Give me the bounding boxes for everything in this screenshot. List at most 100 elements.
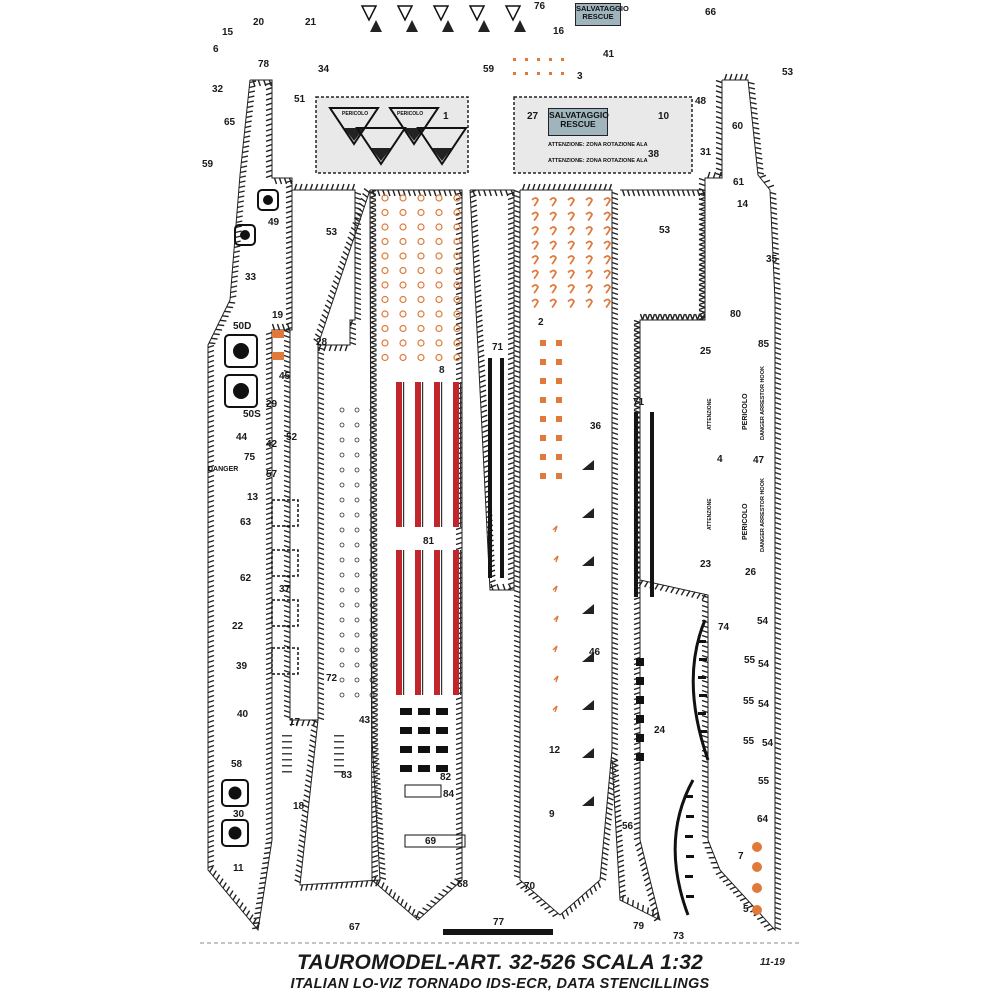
attenzione-vertical-1: ATTENZIONE	[707, 398, 713, 430]
line-stub-17	[282, 741, 292, 743]
orange-circle-decal	[752, 883, 762, 893]
decal-number: 33	[245, 272, 257, 283]
orange-hook-decal	[531, 211, 540, 222]
rescue-label-top-line2: RESCUE	[582, 11, 614, 21]
orange-hook-decal	[585, 197, 594, 207]
orange-hook-decal	[603, 298, 612, 309]
line-stub-83	[334, 741, 344, 743]
orange-ring-decal	[399, 252, 407, 260]
orange-hook-decal	[549, 255, 558, 265]
instrument-dial	[240, 230, 250, 240]
orange-hook-decal	[603, 269, 612, 280]
decal-number: 3	[577, 71, 583, 82]
decal-number: 84	[443, 789, 455, 800]
line-stub-83	[334, 765, 344, 767]
decal-number: 59	[202, 159, 214, 170]
decal-number: 4	[717, 454, 723, 465]
orange-ring-decal	[399, 353, 407, 362]
stripe-77	[443, 929, 553, 935]
orange-ring-decal	[399, 223, 407, 231]
decal-number: 74	[718, 622, 730, 633]
orange-ring-decal	[453, 295, 461, 304]
pericolo-triangle	[416, 127, 468, 166]
circle-marker-decal	[354, 647, 360, 653]
orange-ring-decal	[399, 237, 407, 246]
orange-hook-decal	[531, 255, 540, 265]
warning-triangle-small	[504, 5, 522, 22]
sheet-title: TAUROMODEL-ART. 32-526 SCALA 1:32	[296, 951, 704, 974]
arc-tick-73	[686, 895, 694, 898]
center-strip-outline	[469, 189, 515, 591]
orange-ring-decal	[381, 252, 389, 260]
pericolo-triangle	[355, 127, 407, 166]
circle-marker-decal	[354, 422, 360, 428]
orange-square-decal	[540, 359, 546, 365]
pericolo-triangle-label-1: PERICOLO	[342, 111, 369, 117]
orange-hook-decal	[531, 298, 540, 309]
red-stripe-edge	[403, 382, 405, 527]
orange-hook-decal	[585, 255, 594, 265]
decal-number: 23	[700, 559, 712, 570]
orange-ring-decal	[381, 237, 389, 246]
orange-ring-decal	[399, 208, 407, 217]
orange-dot-decal	[513, 72, 516, 75]
decal-number: 54	[757, 616, 769, 627]
decal-number: 62	[240, 573, 252, 584]
circle-marker-decal	[369, 497, 375, 503]
orange-ring-decal	[381, 324, 389, 333]
decal-number: 72	[326, 673, 338, 684]
decal-number: 81	[423, 536, 435, 547]
warning-triangle-small	[432, 5, 450, 22]
orange-dot-decal	[537, 72, 540, 75]
decal-number: 36	[590, 421, 602, 432]
orange-ring-decal	[381, 295, 389, 304]
orange-hook-decal	[603, 211, 612, 222]
orange-ring-decal	[417, 208, 425, 217]
orange-ring-decal	[435, 353, 443, 362]
orange-squiggle	[552, 645, 558, 653]
orange-circle-decal	[752, 842, 762, 852]
decal-number: 16	[553, 26, 565, 37]
circle-marker-decal	[369, 482, 375, 488]
orange-ring-decal	[381, 223, 389, 231]
decal-number: 28	[316, 337, 328, 348]
arc-tick-73	[685, 875, 693, 878]
red-stripe-edge	[422, 382, 424, 527]
black-stencil-decal	[436, 708, 448, 715]
orange-ring-decal	[435, 266, 443, 275]
circle-marker-decal	[354, 452, 360, 458]
red-stripe	[453, 382, 459, 527]
decal-number: 64	[757, 814, 769, 825]
decal-number: 55	[743, 736, 755, 747]
arc-tick-74	[698, 676, 706, 679]
circle-marker-decal	[369, 587, 375, 593]
orange-ring-decal	[381, 310, 389, 318]
black-icon-24	[636, 753, 644, 761]
dashed-square-decal	[271, 549, 299, 577]
orange-ring-decal	[417, 223, 425, 231]
orange-panel-hatching	[513, 183, 619, 920]
dashed-square-decal	[271, 499, 299, 527]
decal-number: 85	[758, 339, 770, 350]
instrument-box-decal	[221, 819, 249, 847]
decal-number: 53	[782, 67, 794, 78]
circle-marker-decal	[369, 632, 375, 638]
orange-ring-decal	[435, 223, 443, 231]
decal-number: 80	[730, 309, 742, 320]
decal-number: 66	[705, 7, 717, 18]
decal-number: 71	[492, 342, 504, 353]
decal-number: 63	[240, 517, 252, 528]
orange-squiggle	[552, 705, 558, 713]
circle-marker-decal	[369, 602, 375, 608]
instrument-dial	[233, 383, 249, 399]
sheet-subtitle: ITALIAN LO-VIZ TORNADO IDS-ECR, DATA STE…	[290, 976, 710, 992]
pericolo-triangle	[328, 107, 380, 146]
decal-number: 24	[654, 725, 666, 736]
circle-marker-decal	[339, 542, 345, 548]
orange-square-decal	[540, 416, 546, 422]
decal-number: 37	[279, 584, 291, 595]
orange-dot-decal	[561, 72, 564, 75]
circle-marker-decal	[339, 407, 345, 413]
orange-ring-decal	[453, 194, 461, 202]
orange-panel-outline	[519, 189, 613, 916]
